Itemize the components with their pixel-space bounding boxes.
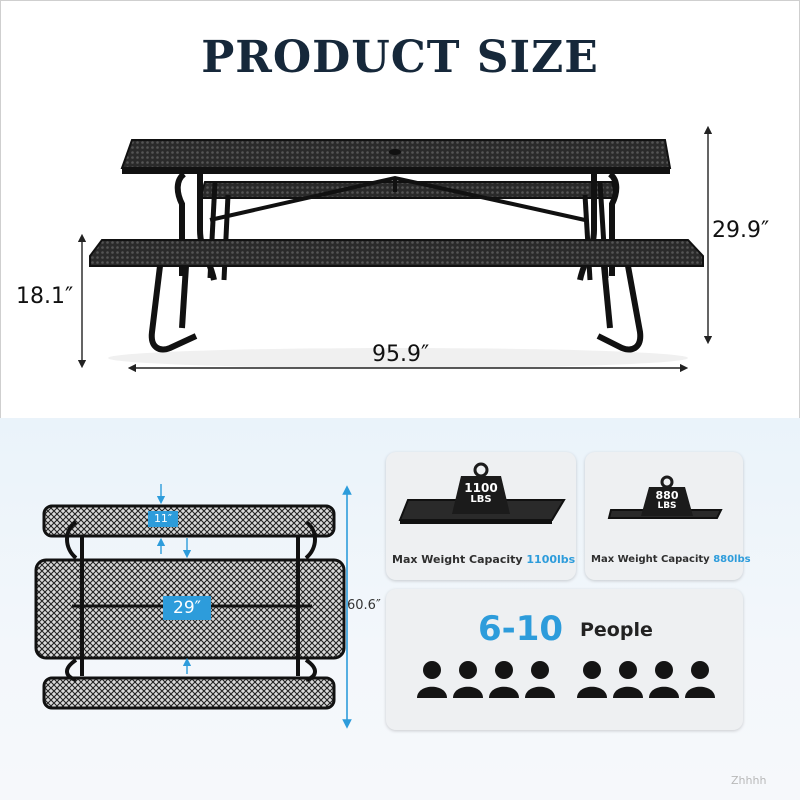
weight-badge-880: 880 LBS bbox=[655, 489, 679, 511]
bench-depth-tag: 11″ bbox=[148, 511, 178, 527]
person-icon bbox=[649, 661, 679, 698]
page-title: PRODUCT SIZE bbox=[201, 32, 599, 83]
weight-icon bbox=[452, 462, 510, 514]
weight-icon bbox=[641, 475, 693, 516]
person-icon bbox=[613, 661, 643, 698]
person-icon bbox=[489, 661, 519, 698]
capacity-range: 6-10 bbox=[478, 609, 564, 649]
bench-mini-icon bbox=[607, 475, 723, 519]
capacity-label: People bbox=[580, 619, 653, 641]
seating-capacity-card: 6-10 People bbox=[386, 589, 743, 730]
person-icon bbox=[525, 661, 555, 698]
table-weight-card: 1100 LBS Max Weight Capacity 1100lbs bbox=[386, 452, 576, 580]
person-icon bbox=[577, 661, 607, 698]
weight-badge-1100: 1100 LBS bbox=[464, 481, 498, 505]
bench-height-dimension-label: 18.1″ bbox=[16, 284, 74, 309]
length-dimension-label: 95.9″ bbox=[372, 342, 430, 367]
table-depth-tag: 29″ bbox=[163, 596, 211, 620]
picnic-table-illustration bbox=[77, 125, 713, 373]
person-icon bbox=[453, 661, 483, 698]
person-icon bbox=[417, 661, 447, 698]
tabletop-mini-icon bbox=[398, 462, 566, 524]
people-icons-row bbox=[417, 661, 715, 698]
watermark: Zhhhh bbox=[731, 774, 767, 787]
overall-width-label: 60.6″ bbox=[347, 598, 381, 613]
top-view-diagram bbox=[34, 484, 352, 729]
height-dimension-label: 29.9″ bbox=[712, 218, 770, 243]
person-icon bbox=[685, 661, 715, 698]
bench-weight-caption: Max Weight Capacity 880lbs bbox=[591, 554, 751, 565]
table-weight-caption: Max Weight Capacity 1100lbs bbox=[392, 553, 576, 566]
bench-weight-card: 880 LBS Max Weight Capacity 880lbs bbox=[585, 452, 751, 580]
